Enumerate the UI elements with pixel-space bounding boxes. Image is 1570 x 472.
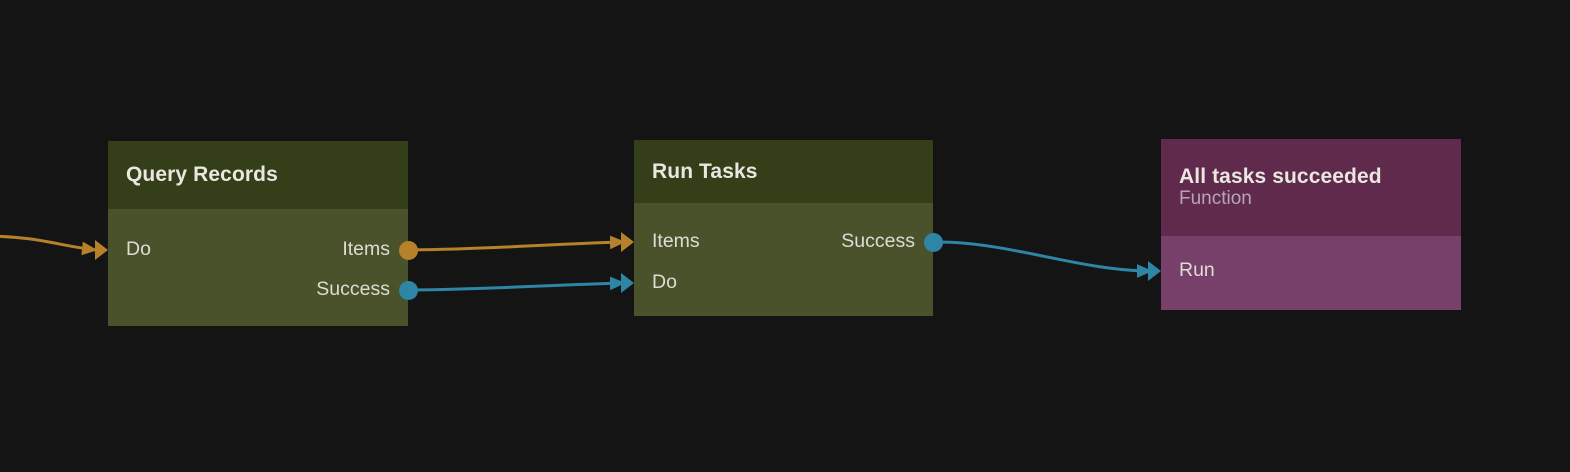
port-label: Run — [1179, 259, 1215, 282]
node-input-port-row[interactable]: Run — [1161, 258, 1461, 284]
output-port-connector-icon[interactable] — [399, 280, 418, 300]
node-subtitle: Function — [1179, 188, 1252, 210]
graph-edge[interactable] — [0, 234, 98, 256]
output-port-connector-icon[interactable] — [399, 240, 418, 260]
graph-edge[interactable] — [409, 276, 626, 292]
input-port-connector-icon[interactable] — [621, 273, 634, 293]
node-output-port-row[interactable]: Success — [634, 229, 933, 255]
port-label: Do — [126, 238, 151, 261]
node-input-port-row[interactable]: Items — [634, 229, 933, 255]
input-port-connector-icon[interactable] — [95, 240, 108, 260]
graph-edge[interactable] — [937, 240, 1153, 278]
input-port-connector-icon[interactable] — [1148, 261, 1161, 281]
port-label: Items — [342, 238, 390, 261]
node-input-port-row[interactable]: Do — [108, 237, 408, 263]
node-title: Run Tasks — [652, 159, 758, 183]
node-title: All tasks succeeded — [1179, 164, 1382, 188]
node-body: Run — [1161, 236, 1461, 310]
port-label: Success — [841, 230, 915, 253]
node-title: Query Records — [126, 163, 278, 187]
node-header[interactable]: Query Records — [108, 141, 408, 209]
port-label: Items — [652, 230, 700, 253]
node-input-port-row[interactable]: Do — [634, 270, 933, 296]
port-label: Do — [652, 271, 677, 294]
node-output-port-row[interactable]: Success — [108, 277, 408, 303]
graph-edge[interactable] — [409, 235, 626, 252]
port-label: Success — [316, 278, 390, 301]
output-port-connector-icon[interactable] — [924, 232, 943, 252]
input-port-connector-icon[interactable] — [621, 232, 634, 252]
node-output-port-row[interactable]: Items — [108, 237, 408, 263]
node-header[interactable]: Run Tasks — [634, 140, 933, 203]
